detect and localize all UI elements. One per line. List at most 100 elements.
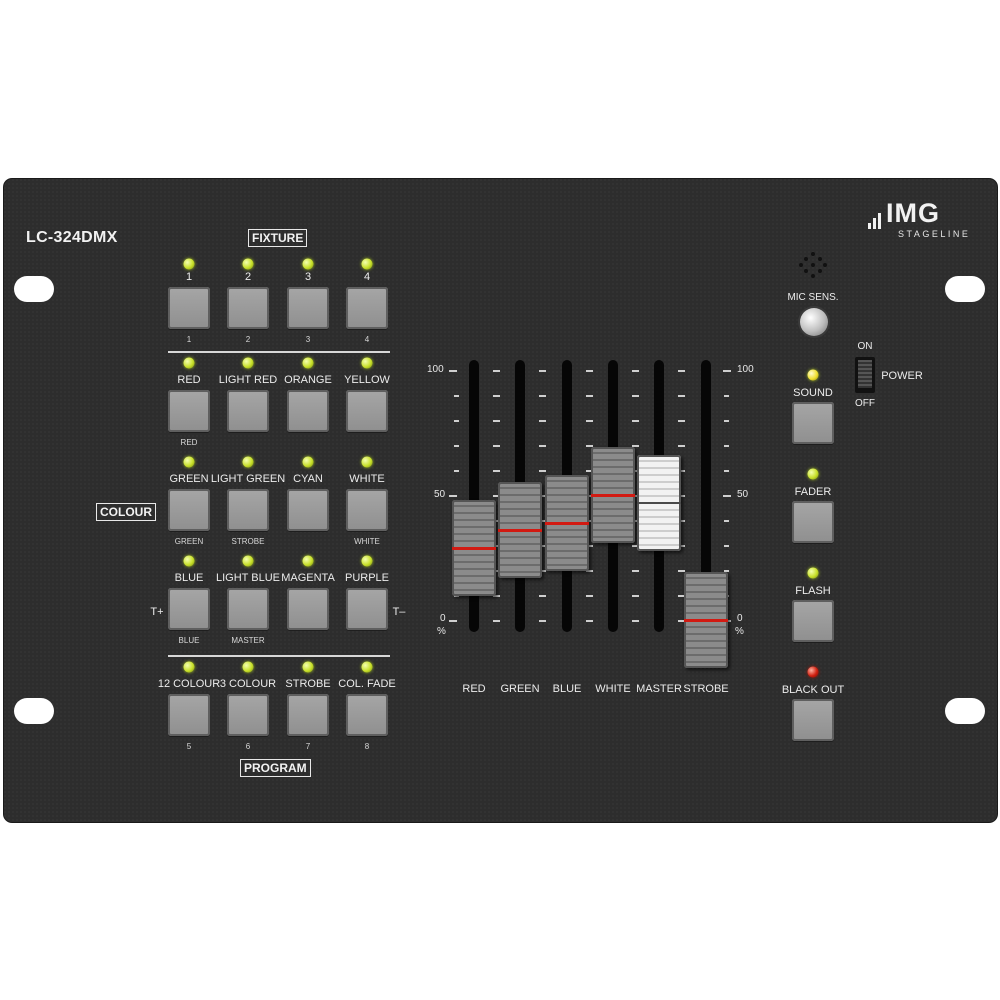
status-led [242, 555, 254, 567]
mounting-hole [14, 276, 54, 302]
program-button-col-fade[interactable] [346, 694, 388, 736]
button-label: YELLOW [344, 374, 390, 386]
fader-label-strobe: STROBE [683, 683, 729, 695]
fader-label-master: MASTER [636, 683, 682, 695]
scale-tick [678, 370, 685, 372]
fader-blue[interactable] [545, 474, 589, 571]
button-sub-label: 5 [186, 742, 192, 751]
status-led [242, 661, 254, 673]
status-led [807, 468, 819, 480]
button-sub-label: RED [180, 438, 198, 447]
function-label-fader: FADER [794, 486, 832, 498]
mounting-hole [945, 698, 985, 724]
scale-tick [493, 395, 500, 397]
fixture-button-1[interactable] [168, 287, 210, 329]
status-led [302, 555, 314, 567]
scale-tick [678, 545, 685, 547]
scale-tick [723, 495, 731, 497]
scale-tick [539, 520, 546, 522]
status-led [242, 456, 254, 468]
fixture-button-2[interactable] [227, 287, 269, 329]
button-sub-label: 8 [364, 742, 370, 751]
colour-button-yellow[interactable] [346, 390, 388, 432]
scale-tick [539, 445, 546, 447]
fader-white[interactable] [591, 447, 635, 543]
scale-tick [632, 620, 639, 622]
brand-name: IMG [886, 198, 940, 228]
colour-button-blue[interactable] [168, 588, 210, 630]
scale-tick [632, 545, 639, 547]
scale-tick [586, 545, 593, 547]
scale-tick [632, 495, 639, 497]
button-sub-label: GREEN [174, 537, 204, 546]
power-switch[interactable] [855, 357, 875, 393]
status-led [302, 661, 314, 673]
scale-tick [539, 620, 546, 622]
fixture-button-4[interactable] [346, 287, 388, 329]
fader-strobe[interactable] [684, 572, 728, 668]
colour-button-red[interactable] [168, 390, 210, 432]
scale-tick [632, 595, 639, 597]
colour-button-purple[interactable] [346, 588, 388, 630]
scale-tick [539, 495, 546, 497]
status-led [302, 357, 314, 369]
colour-button-orange[interactable] [287, 390, 329, 432]
fader-red[interactable] [452, 499, 496, 596]
fader-track-red [469, 360, 479, 632]
program-button-strobe[interactable] [287, 694, 329, 736]
colour-button-white[interactable] [346, 489, 388, 531]
colour-button-cyan[interactable] [287, 489, 329, 531]
scale-unit-right: % [735, 626, 744, 637]
button-label: 3 COLOUR [219, 678, 277, 690]
scale-tick [678, 395, 685, 397]
fader-master[interactable] [637, 454, 681, 551]
scale-tick [678, 570, 685, 572]
colour-button-light-green[interactable] [227, 489, 269, 531]
program-button-3-colour[interactable] [227, 694, 269, 736]
colour-button-magenta[interactable] [287, 588, 329, 630]
status-led [242, 258, 254, 270]
button-sub-label: MASTER [231, 636, 265, 645]
program-button-12-colour[interactable] [168, 694, 210, 736]
fader-indicator-line [452, 546, 496, 550]
function-label-black-out: BLACK OUT [781, 684, 845, 696]
fader-green[interactable] [498, 482, 542, 578]
flash-button[interactable] [792, 600, 834, 642]
fader-indicator-line [637, 501, 681, 504]
colour-button-green[interactable] [168, 489, 210, 531]
scale-tick [449, 620, 457, 622]
fader-button[interactable] [792, 501, 834, 543]
power-on-label: ON [857, 341, 873, 352]
scale-label-0-right: 0 [737, 613, 743, 624]
button-label: LIGHT BLUE [216, 572, 280, 584]
scale-tick [586, 395, 593, 397]
fader-label-red: RED [462, 683, 486, 695]
scale-label-50-left: 50 [434, 489, 446, 500]
button-sub-label: 7 [305, 742, 311, 751]
scale-tick [493, 495, 500, 497]
function-label-flash: FLASH [795, 585, 831, 597]
model-name: LC-324DMX [26, 229, 118, 246]
sound-button[interactable] [792, 402, 834, 444]
scale-tick [449, 495, 457, 497]
function-label-sound: SOUND [793, 387, 833, 399]
mic-sensitivity-knob[interactable] [800, 308, 828, 336]
scale-tick [493, 370, 500, 372]
fixture-button-3[interactable] [287, 287, 329, 329]
scale-tick [539, 370, 546, 372]
program-section-label: PROGRAM [240, 759, 311, 777]
status-led [361, 555, 373, 567]
colour-button-light-blue[interactable] [227, 588, 269, 630]
button-label: 12 COLOUR [157, 678, 221, 690]
fader-label-blue: BLUE [552, 683, 582, 695]
black-out-button[interactable] [792, 699, 834, 741]
scale-tick [724, 395, 729, 397]
colour-button-light-red[interactable] [227, 390, 269, 432]
button-sub-label: BLUE [178, 636, 200, 645]
scale-tick [586, 445, 593, 447]
scale-tick [586, 495, 593, 497]
scale-tick [632, 470, 639, 472]
scale-tick [678, 495, 685, 497]
status-led [361, 456, 373, 468]
microphone-icon [796, 250, 830, 280]
